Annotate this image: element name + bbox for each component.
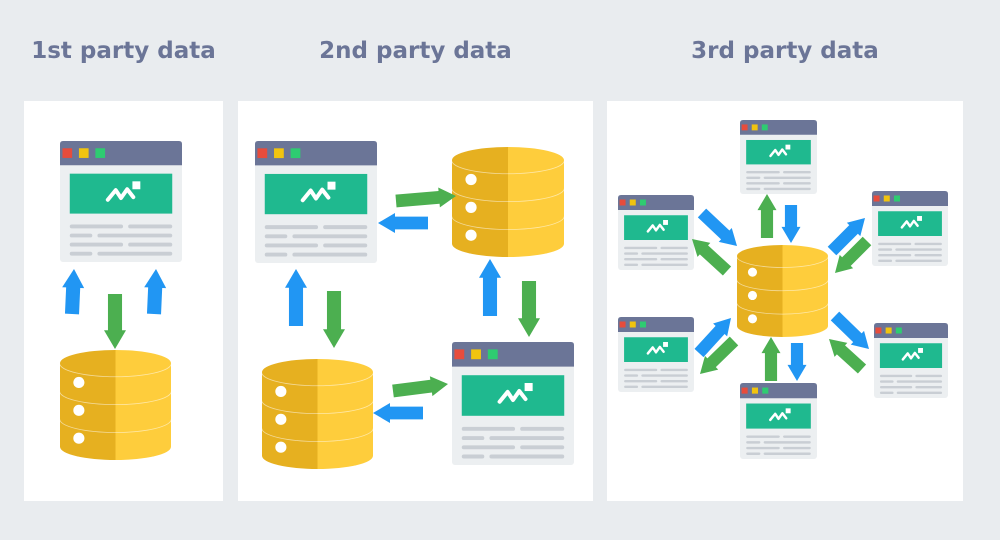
title-3rd-party: 3rd party data [691, 38, 879, 64]
browser-window-icon [740, 383, 817, 459]
browser-window-icon [872, 191, 948, 266]
diagonal-arrow-icon [827, 217, 866, 256]
left-arrow-icon [378, 213, 428, 233]
up-arrow-icon [479, 259, 501, 316]
up-arrow-icon [62, 269, 85, 315]
up-arrow-icon [144, 269, 167, 315]
up-arrow-icon [761, 337, 781, 381]
database-icon [261, 359, 374, 469]
up-arrow-icon [757, 194, 777, 238]
right-arrow-icon [392, 376, 448, 398]
diagonal-arrow-icon [830, 311, 870, 349]
database-icon [451, 147, 565, 257]
title-2nd-party: 2nd party data [319, 38, 512, 64]
right-arrow-icon [395, 187, 457, 208]
diagonal-arrow-icon [699, 336, 739, 374]
diagonal-arrow-icon [835, 236, 872, 273]
database-icon [736, 245, 829, 337]
diagonal-arrow-icon [828, 339, 867, 374]
browser-window-icon [874, 323, 948, 398]
panel-1st-party [24, 101, 223, 501]
panel-3rd-party [607, 101, 963, 501]
diagram-2nd-party [255, 141, 574, 469]
browser-window-icon [255, 141, 377, 263]
down-arrow-icon [323, 291, 345, 348]
browser-window-icon [60, 141, 182, 262]
diagram-1st-party [59, 141, 182, 460]
down-arrow-icon [787, 343, 807, 381]
title-1st-party: 1st party data [31, 38, 216, 64]
browser-window-icon [740, 120, 817, 194]
down-arrow-icon [781, 205, 801, 243]
database-icon [59, 350, 172, 460]
panel-2nd-party [238, 101, 593, 501]
browser-window-icon [452, 342, 574, 465]
diagonal-arrow-icon [694, 318, 731, 358]
down-arrow-icon [104, 294, 126, 349]
browser-window-icon [618, 195, 694, 270]
down-arrow-icon [518, 281, 540, 337]
diagonal-arrow-icon [692, 238, 732, 276]
left-arrow-icon [373, 403, 423, 423]
browser-window-icon [618, 317, 694, 392]
diagram-3rd-party [618, 120, 948, 459]
diagonal-arrow-icon [697, 208, 737, 246]
up-arrow-icon [285, 269, 307, 326]
